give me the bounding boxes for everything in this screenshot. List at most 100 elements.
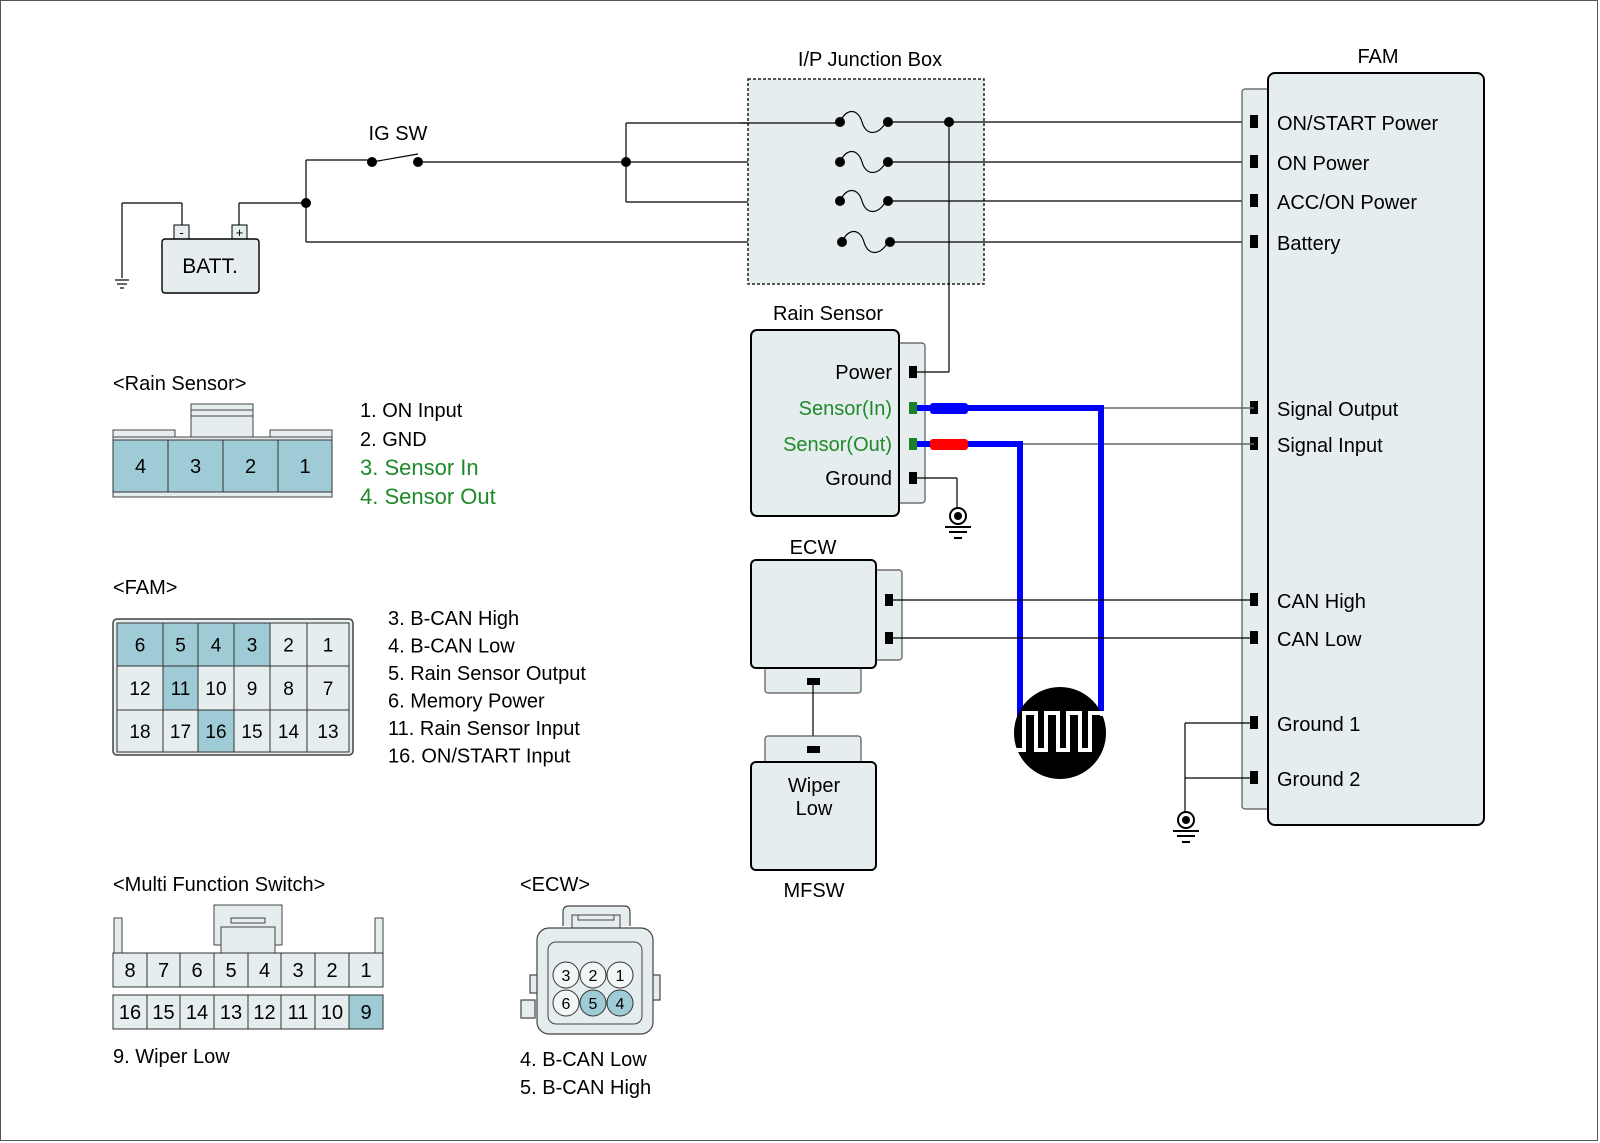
connector-pin-number: 9 <box>360 1002 371 1024</box>
connector-pin-cell <box>179 994 215 1030</box>
connector-pin-number: 5 <box>589 996 598 1013</box>
mfs-connector-title: <Multi Function Switch> <box>113 874 325 896</box>
connector-pin-number: 6 <box>135 636 146 657</box>
connector-pin-cell <box>247 994 282 1030</box>
ecw-connector-title: <ECW> <box>520 874 590 896</box>
connector-pin-number: 2 <box>283 636 294 657</box>
fam-body <box>1267 72 1485 826</box>
rain-sensor-pin-terminal <box>909 438 917 450</box>
connector-pin-cell <box>167 439 224 493</box>
connector-pin-cell <box>606 989 634 1017</box>
connector-pin-cell <box>112 439 169 493</box>
fam-pin-label: Signal Input <box>1277 435 1383 457</box>
rain-sensor-pin-label: Sensor(In) <box>799 398 892 420</box>
fam-pin-label: Ground 1 <box>1277 714 1360 736</box>
connector-pin-cell <box>162 709 199 753</box>
connector-pin-cell <box>269 709 308 753</box>
ecw-module: ECW <box>750 537 1254 748</box>
connector-pin-number: 11 <box>288 1002 309 1024</box>
connector-pin-number: 3 <box>190 456 201 478</box>
connector-pin-number: 6 <box>191 960 202 982</box>
ig-switch-label: IG SW <box>369 123 428 145</box>
junction-dot <box>301 198 311 208</box>
connector-pin-number: 5 <box>175 636 186 657</box>
connector-pin-number: 6 <box>562 996 571 1013</box>
connector-pin-number: 2 <box>589 968 598 985</box>
connector-pin-cell <box>306 665 350 711</box>
connector-pin-number: 1 <box>360 960 371 982</box>
connector-pin-number: 4 <box>135 456 146 478</box>
connector-pin-number: 1 <box>323 636 334 657</box>
connector-pin-cell <box>314 994 350 1030</box>
connector-pin-cell <box>277 439 333 493</box>
sensor-out-blue-wire <box>917 441 1023 716</box>
connector-pin-number: 10 <box>205 679 226 700</box>
connector-pin-cell <box>146 952 181 988</box>
connector-pin <box>807 678 820 685</box>
connector-pin-cell <box>247 952 282 988</box>
fam-pin-terminal <box>1250 155 1258 168</box>
connector-pin-number: 16 <box>119 1002 141 1024</box>
fam-pin-label: ACC/ON Power <box>1277 192 1417 214</box>
ecw-label: ECW <box>790 537 837 559</box>
mfsw-label: MFSW <box>783 880 844 902</box>
connector-pin <box>885 632 893 644</box>
mfsw-low-label: Low <box>796 798 833 820</box>
connector-pin-number: 13 <box>317 722 338 743</box>
battery-pos-label: + <box>236 225 244 240</box>
connector-pin-number: 8 <box>283 679 294 700</box>
rain-sensor-body <box>750 329 900 517</box>
mfsw-body <box>750 761 877 871</box>
connector-pin-cell <box>116 622 164 667</box>
connector-pin-cell <box>197 622 235 667</box>
connector-pin-cell <box>348 994 384 1030</box>
connector-pin-cell <box>348 952 384 988</box>
fam-pin-terminal <box>1250 115 1258 128</box>
connector-pin-cell <box>146 994 181 1030</box>
junction-dot <box>621 157 631 167</box>
rain-sensor-connector-title: <Rain Sensor> <box>113 373 246 395</box>
connector-pin-number: 13 <box>220 1002 242 1024</box>
rain-sensor-module: Rain Sensor PowerSensor(In)Sensor(Out)Gr… <box>750 303 971 539</box>
connector-pin-cell <box>280 994 316 1030</box>
pulse-signal-icon <box>1014 687 1106 779</box>
connector-pin-cell <box>112 994 148 1030</box>
connector-pin-cell <box>606 961 634 989</box>
fam-ground-wires <box>1173 722 1254 843</box>
fam-pin-label: Battery <box>1277 233 1340 255</box>
rain-sensor-label: Rain Sensor <box>773 303 883 325</box>
connector-pin-cell <box>197 709 235 753</box>
ground-symbol-icon <box>115 279 129 289</box>
fam-pin-label: Ground 2 <box>1277 769 1360 791</box>
fam-pin-label: ON Power <box>1277 153 1370 175</box>
switch-blade <box>371 153 419 163</box>
connector-pin-number: 12 <box>129 679 150 700</box>
fam-pin-label: ON/START Power <box>1277 113 1438 135</box>
connector-pin-number: 12 <box>253 1002 275 1024</box>
sensor-in-marker <box>930 403 968 414</box>
connector-pin-number: 18 <box>129 722 150 743</box>
fam-pin-label: CAN High <box>1277 591 1366 613</box>
connector-pin-number: 15 <box>241 722 262 743</box>
rain-sensor-pin-terminal <box>909 402 917 414</box>
fam-legend-item: 11. Rain Sensor Input <box>388 718 580 740</box>
connector-pin-number: 10 <box>321 1002 343 1024</box>
sensor-in-blue-wire <box>917 405 1104 716</box>
connector-pin-number: 3 <box>247 636 258 657</box>
connector-pin-cell <box>579 961 607 989</box>
junction-box: I/P Junction Box <box>740 49 985 372</box>
connector-pin-cell <box>213 994 249 1030</box>
signal-wires <box>917 403 1254 779</box>
junction-box-outline <box>747 78 985 285</box>
rain-sensor-legend-item: 2. GND <box>360 429 427 451</box>
ecw-can-connector <box>873 569 903 661</box>
battery-body <box>161 238 260 294</box>
connector-pin-number: 17 <box>170 722 191 743</box>
connector-pin-number: 4 <box>616 996 625 1013</box>
mfsw-module: Wiper Low MFSW <box>750 735 877 902</box>
connector-pin-cell <box>579 989 607 1017</box>
